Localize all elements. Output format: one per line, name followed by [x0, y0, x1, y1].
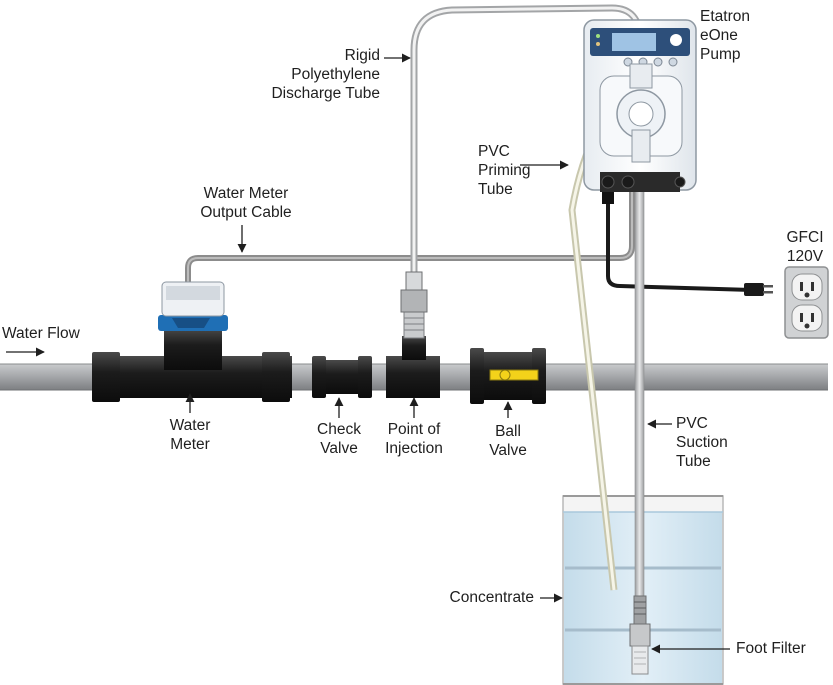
water-meter	[92, 281, 292, 402]
etatron-pump	[583, 19, 697, 204]
foot-filter	[629, 595, 651, 675]
suction-tube	[634, 159, 645, 601]
label-ball-valve: Ball Valve	[489, 423, 527, 459]
power-plug-icon	[744, 283, 773, 296]
label-water-flow: Water Flow	[2, 325, 80, 342]
label-foot-filter: Foot Filter	[736, 640, 806, 657]
power-cord	[606, 200, 753, 292]
label-water-meter: Water Meter	[169, 417, 211, 453]
ball-valve	[470, 348, 546, 404]
label-meter-cable: Water Meter Output Cable	[200, 185, 292, 221]
check-valve	[312, 356, 372, 398]
label-pump: Etatron eOne Pump	[700, 8, 750, 63]
label-discharge-tube: Rigid Polyethylene Discharge Tube	[271, 47, 380, 102]
label-point-of-injection: Point of Injection	[385, 421, 443, 457]
gfci-outlet-icon	[784, 266, 829, 339]
label-concentrate: Concentrate	[449, 589, 534, 606]
label-arrows	[6, 53, 730, 654]
injection-tee	[386, 271, 440, 398]
label-suction-tube: PVC Suction Tube	[676, 415, 728, 470]
label-priming-tube: PVC Priming Tube	[478, 143, 531, 198]
label-gfci: GFCI 120V	[786, 229, 824, 265]
label-check-valve: Check Valve	[317, 421, 361, 457]
